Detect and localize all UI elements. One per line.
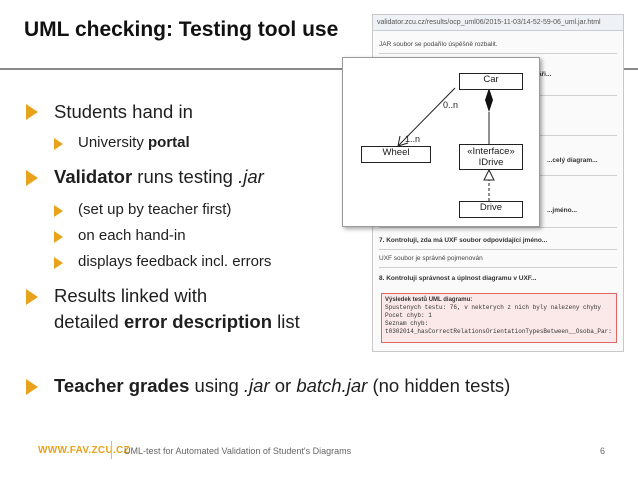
text: using: [189, 375, 244, 396]
url-bar: validator.zcu.cz/results/ocp_uml06/2015-…: [373, 15, 623, 31]
footer-text: UML-test for Automated Validation of Stu…: [124, 446, 352, 456]
uml-class-wheel: Wheel: [361, 146, 431, 163]
validator-screenshot: validator.zcu.cz/results/ocp_uml06/2015-…: [372, 14, 624, 352]
error-line: Spustenych testu: 76, v nekterych z nich…: [385, 304, 602, 311]
class-name: Car: [483, 74, 499, 85]
bullet-results-line2: detailed error description list: [54, 311, 300, 333]
text-italic: batch.jar: [296, 375, 368, 396]
bullet-arrow-icon: [26, 289, 38, 305]
class-name: IDrive: [478, 157, 504, 168]
bullet-students-hand-in: Students hand in: [54, 101, 193, 122]
text-bold: portal: [148, 134, 190, 151]
footer-logo: WWW.FAV.ZCU.CZ: [38, 445, 130, 456]
bullet-arrow-icon: [26, 170, 38, 186]
result-row: 7. Kontroluji, zda má UXF soubor odpovíd…: [379, 237, 548, 244]
row-divider: [379, 249, 617, 250]
error-line: Seznam chyb:: [385, 320, 429, 327]
sub-bullet-each-handin: on each hand-in: [78, 227, 186, 244]
bullet-arrow-icon: [54, 231, 63, 243]
bullet-arrow-icon: [54, 138, 63, 150]
error-line: Pocet chyb: 1: [385, 312, 432, 319]
stereotype: «Interface»: [467, 146, 515, 157]
text-bold: Validator: [54, 166, 133, 187]
sub-bullet-feedback: displays feedback incl. errors: [78, 253, 272, 270]
bullet-arrow-icon: [26, 379, 38, 395]
bullet-arrow-icon: [54, 205, 63, 217]
page-number: 6: [600, 446, 606, 456]
result-row: JAR soubor se podařilo úspěšně rozbalit.: [379, 41, 498, 48]
row-divider: [379, 53, 617, 54]
class-name: Wheel: [382, 147, 410, 158]
text-bold: error description: [123, 311, 272, 332]
uml-diagram: Car Wheel «Interface» IDrive Drive 0..n …: [342, 57, 540, 227]
text: detailed: [54, 311, 124, 332]
bullet-teacher-grades: Teacher grades using .jar or batch.jar (…: [54, 375, 510, 397]
footer-divider: [111, 441, 112, 459]
bullet-arrow-icon: [54, 257, 63, 269]
title-divider: [0, 68, 638, 70]
result-row: ...sáři...: [529, 71, 552, 78]
realization-triangle: [483, 168, 495, 181]
bullet-results-linked: Results linked with: [54, 285, 208, 306]
multiplicity-label: 1..n: [405, 134, 421, 144]
error-title: Výsledek testů UML diagramu:: [385, 297, 473, 303]
association-line: [397, 87, 456, 147]
text: runs testing: [132, 166, 239, 187]
text-italic: .jar: [238, 166, 264, 187]
result-row: ...jméno...: [547, 207, 577, 214]
text-bold: Teacher grades: [54, 375, 190, 396]
uml-connectors: [397, 87, 495, 201]
text: list: [272, 311, 300, 332]
text: (no hidden tests): [367, 375, 511, 396]
result-row: UXF soubor je správně pojmenován: [379, 255, 483, 262]
bullet-arrow-icon: [26, 104, 38, 120]
text: or: [269, 375, 297, 396]
error-line: t0302014_hasCorrectRelationsOrientationT…: [385, 328, 612, 335]
uml-interface-idrive: «Interface» IDrive: [459, 144, 523, 170]
text-italic: .jar: [243, 375, 270, 396]
slide-title: UML checking: Testing tool use: [24, 18, 339, 41]
row-divider: [379, 227, 617, 228]
sub-bullet-setup: (set up by teacher first): [78, 201, 232, 218]
text: University: [78, 134, 149, 151]
row-divider: [379, 267, 617, 268]
uml-class-car: Car: [459, 73, 523, 90]
sub-bullet-portal: University portal: [78, 134, 190, 151]
class-name: Drive: [479, 202, 503, 213]
uml-class-drive: Drive: [459, 201, 523, 218]
result-row: 8. Kontroluji správnost a úplnost diagra…: [379, 275, 537, 282]
multiplicity-label: 0..n: [443, 100, 459, 110]
error-box: Výsledek testů UML diagramu: Spustenych …: [381, 293, 617, 343]
bullet-validator: Validator runs testing .jar: [54, 166, 264, 188]
result-row: ...celý diagram...: [547, 157, 598, 164]
composition-diamond: [485, 88, 493, 112]
